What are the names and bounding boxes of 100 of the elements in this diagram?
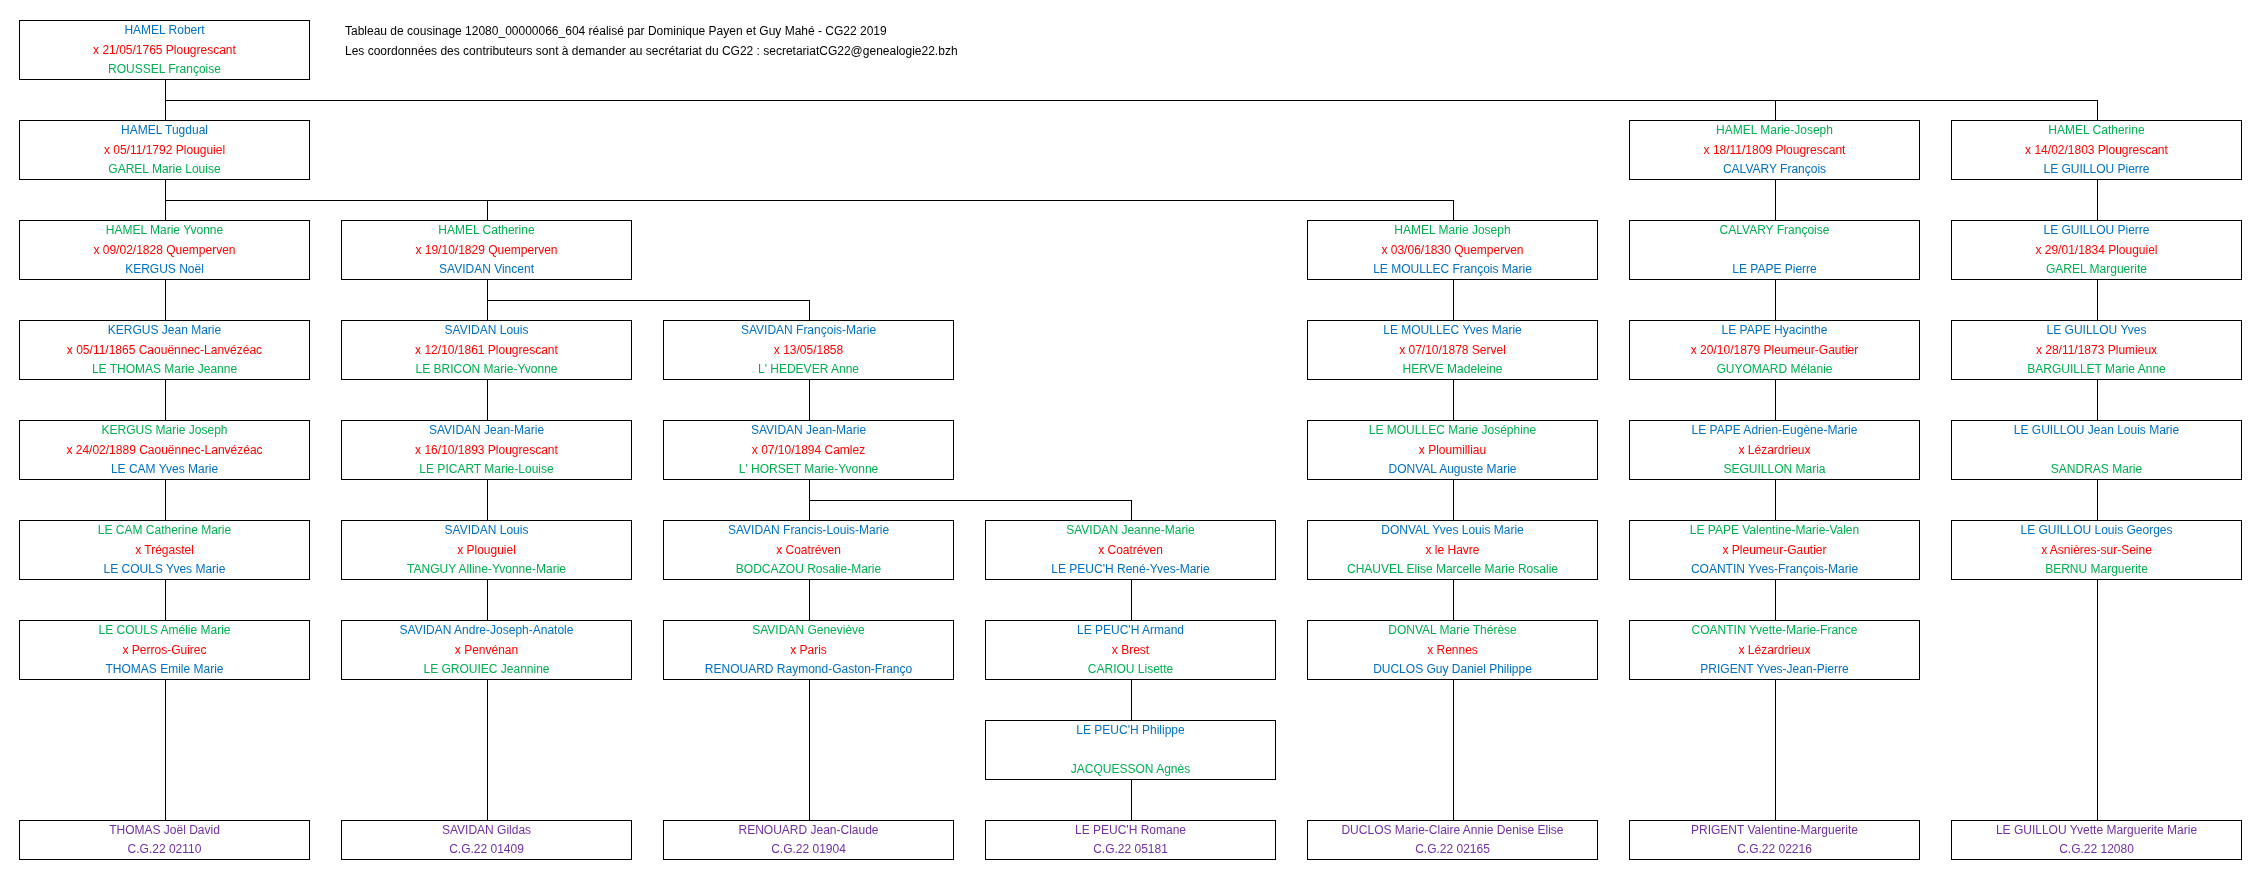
person-box [19, 820, 310, 860]
person-name: SAVIDAN Jeanne-Marie [1066, 522, 1195, 539]
person-name: LE PEUC'H Romane [1075, 822, 1186, 839]
person-box [19, 120, 310, 180]
person-name: KERGUS Jean Marie [107, 322, 222, 339]
marriage-info: x 07/10/1878 Servel [1399, 341, 1506, 359]
connector-line [165, 679, 166, 821]
person-box [19, 220, 310, 280]
person-box [19, 320, 310, 380]
person-name: KERGUS Marie Joseph [101, 422, 228, 439]
marriage-info: x le Havre [1425, 541, 1480, 559]
connector-line [165, 279, 166, 321]
marriage-info: x Lézardrieux [1738, 441, 1811, 459]
person-name: LE PAPE Adrien-Eugène-Marie [1691, 422, 1858, 439]
marriage-info: x Pleumeur-Gautier [1722, 541, 1827, 559]
person-name: SAVIDAN Jean-Marie [428, 422, 545, 439]
person-name: LE CAM Yves Marie [110, 461, 219, 478]
person-box [1951, 520, 2242, 580]
person-box [19, 620, 310, 680]
connector-line [1775, 279, 1776, 321]
person-name: LE CAM Catherine Marie [97, 522, 232, 539]
person-name: KERGUS Noël [125, 261, 204, 278]
person-box [985, 620, 1276, 680]
person-name: LE THOMAS Marie Jeanne [91, 361, 238, 378]
person-box [1951, 320, 2242, 380]
person-name: LE COULS Amélie Marie [98, 622, 231, 639]
reference-code: C.G.22 01409 [449, 841, 524, 858]
reference-code: C.G.22 02110 [127, 841, 202, 858]
marriage-info: x Coatréven [1098, 541, 1163, 559]
person-name: L' HORSET Marie-Yvonne [738, 461, 879, 478]
connector-line [1775, 579, 1776, 621]
marriage-info: x 29/01/1834 Plouguiel [2035, 241, 2158, 259]
connector-line [2097, 579, 2098, 821]
connector-line [809, 579, 810, 621]
connector-line [1453, 379, 1454, 421]
marriage-info: x Paris [790, 641, 827, 659]
reference-code: C.G.22 01904 [771, 841, 846, 858]
person-name: SAVIDAN Andre-Joseph-Anatole [399, 622, 574, 639]
person-box [1307, 320, 1598, 380]
person-box [1629, 520, 1920, 580]
marriage-info: x 05/11/1792 Plouguiel [103, 141, 226, 159]
person-box [985, 520, 1276, 580]
person-box [1629, 320, 1920, 380]
connector-line [487, 679, 488, 821]
person-name: LE PEUC'H René-Yves-Marie [1051, 561, 1210, 578]
person-box [985, 720, 1276, 780]
person-name: SAVIDAN Louis [444, 522, 529, 539]
connector-line [1453, 679, 1454, 821]
person-name: RENOUARD Jean-Claude [738, 822, 879, 839]
person-box [19, 20, 310, 80]
marriage-info: x Trégastel [135, 541, 194, 559]
person-name: TANGUY Alline-Yvonne-Marie [407, 561, 566, 578]
person-box [1307, 620, 1598, 680]
reference-code: C.G.22 02165 [1415, 841, 1490, 858]
person-name: LE MOULLEC Yves Marie [1383, 322, 1522, 339]
person-box [1307, 420, 1598, 480]
person-name: SAVIDAN Vincent [439, 261, 534, 278]
person-name: JACQUESSON Agnès [1070, 761, 1191, 778]
marriage-info: x 07/10/1894 Camlez [751, 441, 866, 459]
person-box [1307, 220, 1598, 280]
person-box [341, 320, 632, 380]
person-box [663, 520, 954, 580]
connector-line [809, 679, 810, 821]
person-name: SEGUILLON Maria [1723, 461, 1826, 478]
person-name: BARGUILLET Marie Anne [2027, 361, 2166, 378]
marriage-info: x Brest [1111, 641, 1150, 659]
person-box [1629, 120, 1920, 180]
person-box [1629, 820, 1920, 860]
person-name: GAREL Marguerite [2046, 261, 2147, 278]
person-name: COANTIN Yves-François-Marie [1690, 561, 1859, 578]
marriage-info: x 13/05/1858 [773, 341, 844, 359]
reference-code: C.G.22 05181 [1093, 841, 1168, 858]
person-name: L' HEDEVER Anne [758, 361, 859, 378]
connector-line [165, 579, 166, 621]
reference-code: C.G.22 02216 [1737, 841, 1812, 858]
person-name: GAREL Marie Louise [108, 161, 221, 178]
connector-line [2097, 179, 2098, 221]
person-name: LE GUILLOU Pierre [2043, 161, 2150, 178]
note-text: Les coordonnées des contributeurs sont à demander au secrétariat du CG22 : secretariatCG22@genealogie22.bzh [345, 43, 958, 60]
person-box [1629, 220, 1920, 280]
connector-line [165, 479, 166, 521]
person-name: LE PEUC'H Philippe [1076, 722, 1185, 739]
person-box [341, 620, 632, 680]
person-name: CHAUVEL Elise Marcelle Marie Rosalie [1347, 561, 1558, 578]
person-name: LE PAPE Pierre [1732, 261, 1817, 278]
person-name: LE GUILLOU Yvette Marguerite Marie [1995, 822, 2198, 839]
person-name: GUYOMARD Mélanie [1716, 361, 1833, 378]
person-name: ROUSSEL Françoise [108, 61, 221, 78]
person-box [1951, 420, 2242, 480]
person-box [341, 420, 632, 480]
person-box [19, 520, 310, 580]
marriage-info: x 18/11/1809 Plougrescant [1703, 141, 1846, 159]
person-name: CALVARY François [1722, 161, 1827, 178]
person-box [1951, 220, 2242, 280]
person-name: DONVAL Marie Thérèse [1388, 622, 1517, 639]
person-name: LE PEUC'H Armand [1077, 622, 1184, 639]
marriage-info: x 19/10/1829 Quemperven [415, 241, 558, 259]
marriage-info: x Plouguiel [457, 541, 516, 559]
person-name: SAVIDAN Gildas [441, 822, 532, 839]
connector-line [809, 379, 810, 421]
